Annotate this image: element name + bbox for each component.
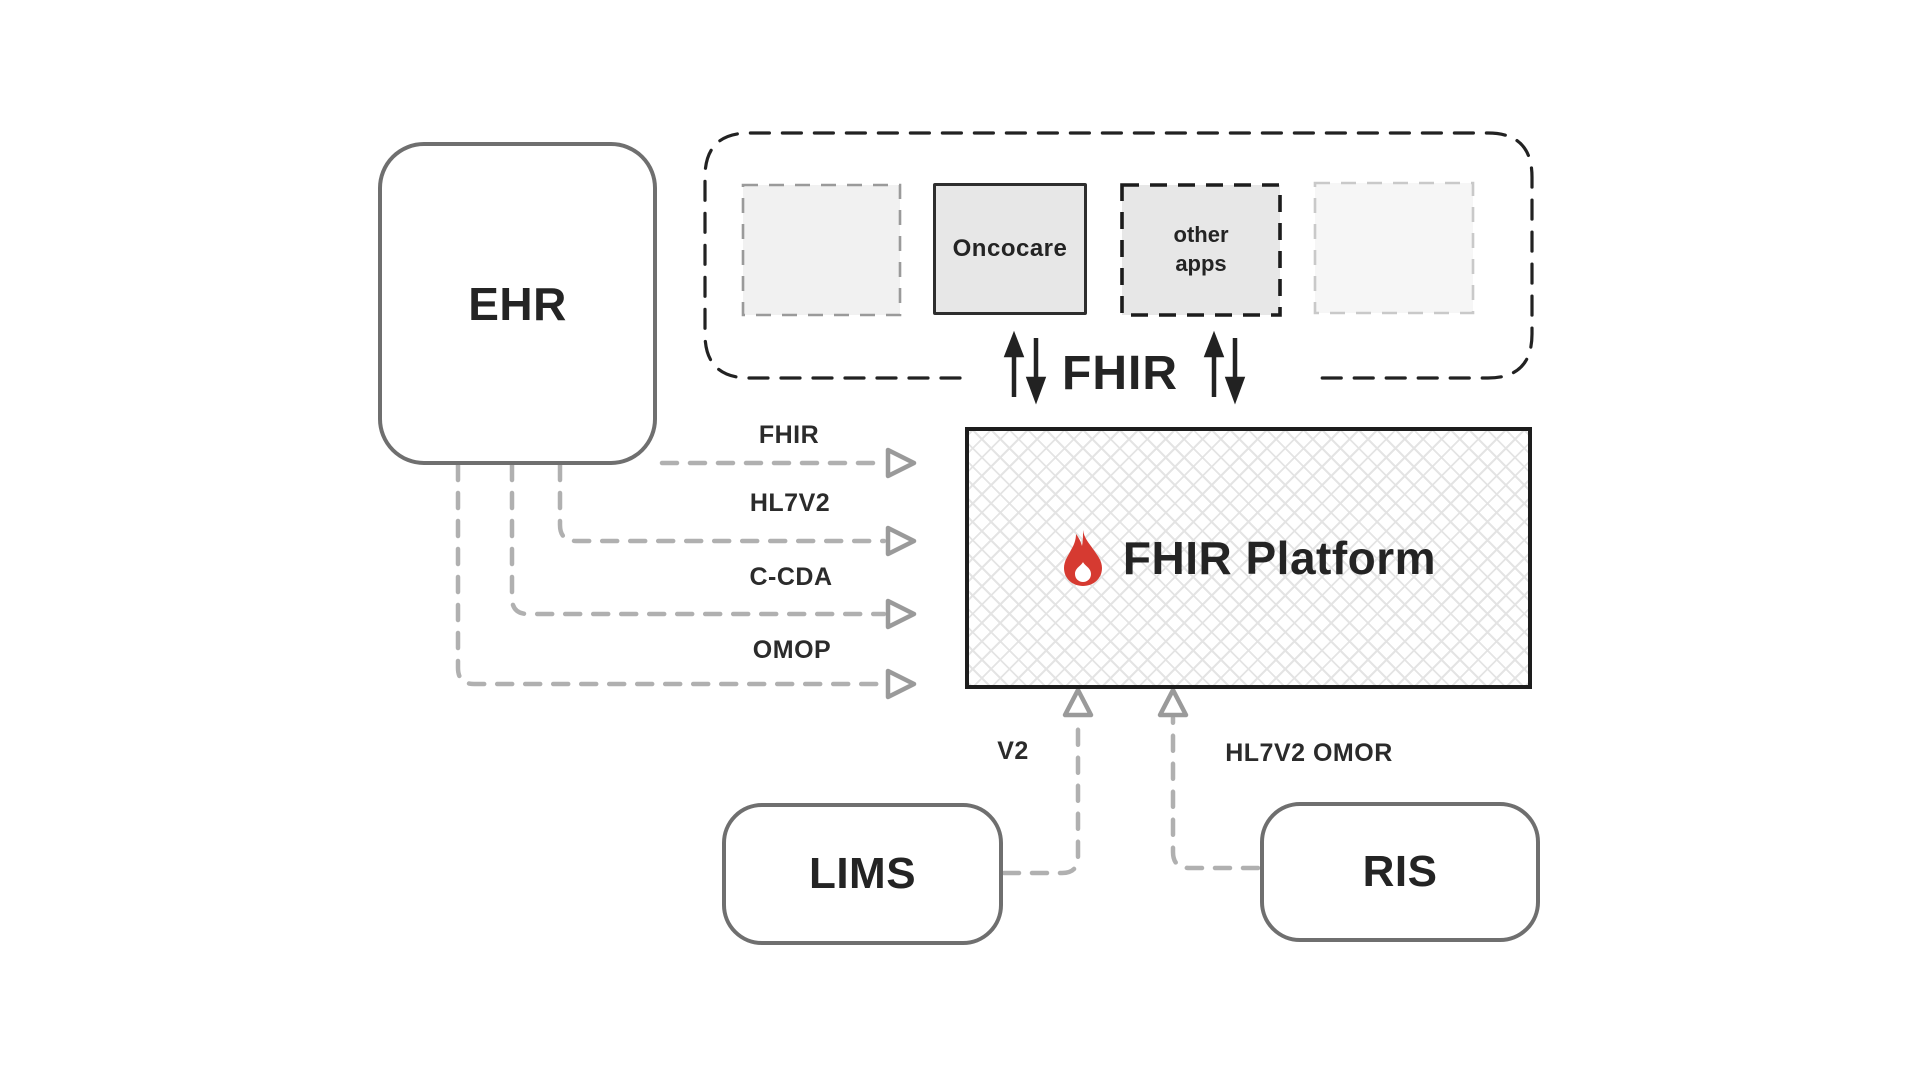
ehr-label: EHR xyxy=(468,277,567,330)
down-arrow-icon xyxy=(1025,338,1047,405)
other-apps-node: other apps xyxy=(1122,185,1280,315)
connector-label-v2: V2 xyxy=(997,737,1029,765)
arrowhead-hl7v2 xyxy=(885,525,917,557)
fhir-platform-node: FHIR Platform xyxy=(965,427,1532,689)
fhir-exchange-label: FHIR xyxy=(1062,347,1178,400)
app-placeholder-box-1 xyxy=(741,183,902,317)
other-apps-label: other apps xyxy=(1173,222,1229,276)
connector-ris-line xyxy=(1170,715,1261,871)
oncocare-label: Oncocare xyxy=(952,235,1068,262)
ris-node: RIS xyxy=(1260,802,1540,942)
arrowhead-fhir xyxy=(885,447,917,479)
down-arrow-icon xyxy=(1224,338,1246,405)
fhir-platform-label: FHIR Platform xyxy=(1122,532,1437,584)
up-arrow-icon xyxy=(1003,330,1025,397)
fhir-flame-icon xyxy=(1063,530,1102,586)
ehr-node: EHR xyxy=(378,142,657,465)
connector-omop-line xyxy=(455,462,887,687)
connector-ccda-line xyxy=(509,462,887,617)
connector-label-omop: OMOP xyxy=(752,636,832,664)
app-placeholder-box-2 xyxy=(1313,181,1475,315)
connector-lims-line xyxy=(1001,715,1081,876)
arrowhead-v2 xyxy=(1062,687,1094,718)
lims-label: LIMS xyxy=(808,849,917,898)
connector-label-fhir: FHIR xyxy=(758,421,820,449)
lims-node: LIMS xyxy=(722,803,1003,945)
arrowhead-omor xyxy=(1157,687,1189,718)
ris-label: RIS xyxy=(1362,847,1438,896)
connector-label-hl7v2-omor: HL7V2 OMOR xyxy=(1225,739,1393,767)
arrowhead-ccda xyxy=(885,598,917,630)
connector-hl7v2-line xyxy=(557,462,887,544)
connector-label-hl7v2: HL7V2 xyxy=(749,489,831,517)
arrowhead-omop xyxy=(885,668,917,700)
connector-label-ccda: C-CDA xyxy=(749,563,833,591)
apps-container-border xyxy=(703,131,1534,380)
other-apps-box xyxy=(1120,183,1282,317)
up-arrow-icon xyxy=(1203,330,1225,397)
oncocare-app-node: Oncocare xyxy=(933,183,1087,315)
